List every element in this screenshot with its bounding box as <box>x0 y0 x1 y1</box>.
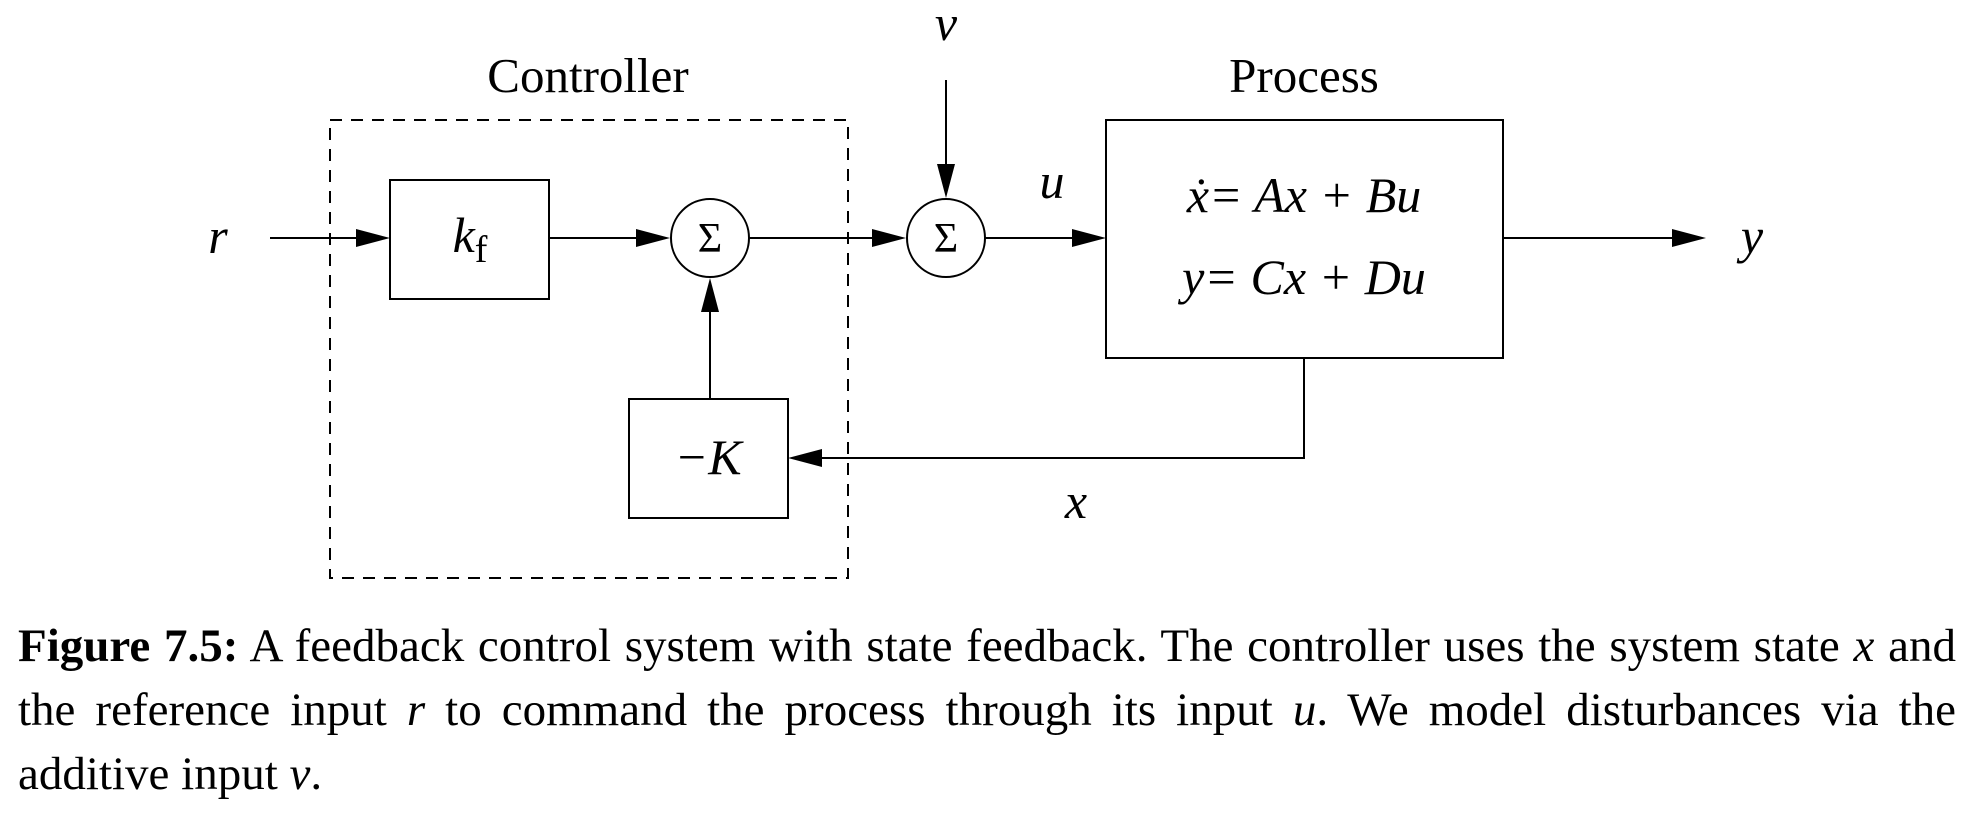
caption-var-u: u <box>1292 684 1317 736</box>
signal-r-label: r <box>208 208 228 264</box>
signal-x-label: x <box>1064 473 1087 529</box>
caption-var-r: r <box>406 684 426 736</box>
feedback-gain-label: −K <box>674 429 744 485</box>
sum1-to-sum2-arrowhead <box>872 229 906 247</box>
output-equation: y= Cx + Du <box>1177 249 1426 305</box>
process-label: Process <box>1229 48 1379 103</box>
kf-gain-block <box>389 179 550 300</box>
caption-var-v: v <box>289 748 311 800</box>
signal-y-label: y <box>1736 208 1764 264</box>
caption-text-1: A feedback control system with state fee… <box>238 620 1854 672</box>
r-to-kf-arrowhead <box>356 229 390 247</box>
state-equation: ẋ= Ax + Bu <box>1186 167 1422 223</box>
kf-gain-label: kf <box>453 207 488 271</box>
sum1-symbol: Σ <box>698 216 722 262</box>
controller-boundary <box>329 119 849 579</box>
fb-to-sum1-arrowhead <box>701 278 719 312</box>
v-to-sum2-arrowhead <box>937 164 955 198</box>
caption-text-4: . We model disturbances via the additive… <box>18 684 1957 800</box>
figure-caption: Figure 7.5: A feedback control system wi… <box>18 614 1956 806</box>
process-block <box>1105 119 1504 359</box>
process-to-y-arrowhead <box>1672 229 1706 247</box>
caption-text-2: and the reference input <box>18 620 1956 736</box>
feedback-gain-block <box>628 398 789 519</box>
sum2-to-process-arrowhead <box>1072 229 1106 247</box>
controller-label: Controller <box>487 48 688 103</box>
kf-to-sum1-arrowhead <box>636 229 670 247</box>
signal-v-label: v <box>935 0 958 51</box>
sum2-symbol: Σ <box>934 216 958 262</box>
caption-label: Figure 7.5: <box>18 620 239 672</box>
caption-var-x: x <box>1853 620 1875 672</box>
signal-u-label: u <box>1040 153 1065 209</box>
state-feedback-line <box>818 358 1305 459</box>
caption-text-3: to command the process through its input <box>425 684 1293 736</box>
state-feedback-arrowhead <box>788 449 822 467</box>
block-diagram: Controller r kf Σ −K v Σ u Process ẋ= Ax… <box>208 0 1764 579</box>
caption-text-5: . <box>310 748 323 800</box>
